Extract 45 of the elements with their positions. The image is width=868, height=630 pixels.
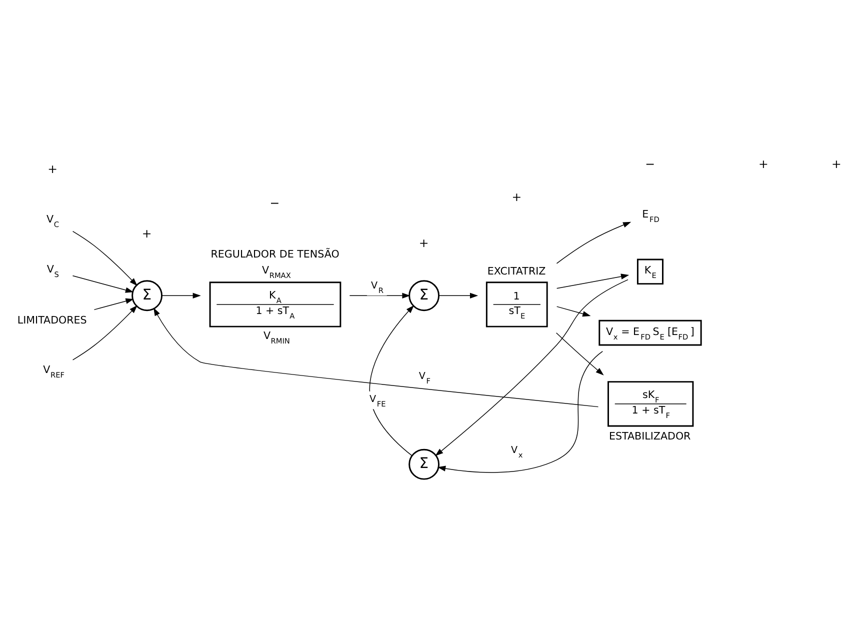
arrow: [153, 307, 599, 407]
node-box: sK$_{F}$ 1 + sT$_{F}$: [608, 380, 694, 426]
node-label: EXCITATRIZ: [487, 264, 546, 277]
label: +: [48, 162, 58, 176]
arrow: [556, 273, 630, 288]
node-box: K$_{A}$ 1 + sT$_{A}$: [209, 281, 342, 327]
node-label: V$_{RMAX}$: [262, 264, 291, 280]
node-label: ESTABILIZADOR: [608, 430, 691, 442]
edge-label: V$_{FE}$: [370, 393, 386, 408]
label: −: [645, 156, 655, 171]
node-text: V$_{REF}$: [43, 363, 65, 379]
node-box: K$_{E}$: [636, 258, 664, 284]
label: +: [758, 156, 768, 171]
edge-label: V$_{x}$: [510, 444, 523, 459]
arrow: [72, 230, 138, 286]
node-circle: Σ: [408, 280, 440, 311]
node-circle: Σ: [408, 448, 440, 480]
arrow: [349, 292, 410, 298]
arrow: [556, 306, 591, 316]
edge-label: V$_{F}$: [418, 370, 430, 386]
arrow: [437, 350, 603, 472]
arrow: [72, 274, 134, 292]
node-circle: Σ: [132, 280, 163, 311]
node-label: V$_{RMIN}$: [263, 330, 290, 346]
arrow: [94, 298, 134, 310]
node-text: V$_{C}$: [46, 212, 59, 228]
arrow: [161, 292, 201, 298]
arrow: [556, 332, 604, 375]
node-box: 1 sT$_{E}$: [486, 281, 548, 327]
label: +: [831, 156, 842, 171]
arrow: [556, 221, 632, 264]
arrow: [72, 304, 138, 360]
label: +: [418, 235, 429, 250]
label: +: [512, 190, 522, 204]
arrow: [435, 278, 628, 456]
label: −: [270, 196, 280, 210]
label: +: [142, 226, 152, 240]
arrow: [369, 304, 414, 456]
edge-label: V$_{R}$: [371, 280, 384, 295]
node-text: LIMITADORES: [17, 314, 87, 326]
node-label: REGULADOR DE TENSÃO: [210, 248, 340, 260]
arrow: [438, 292, 478, 298]
node-text: E$_{FD}$: [642, 208, 660, 224]
node-box: V$_{x}$ = E$_{FD}$ S$_{E}$ [E$_{FD}$ ]: [598, 319, 702, 346]
node-text: V$_{S}$: [46, 263, 59, 279]
